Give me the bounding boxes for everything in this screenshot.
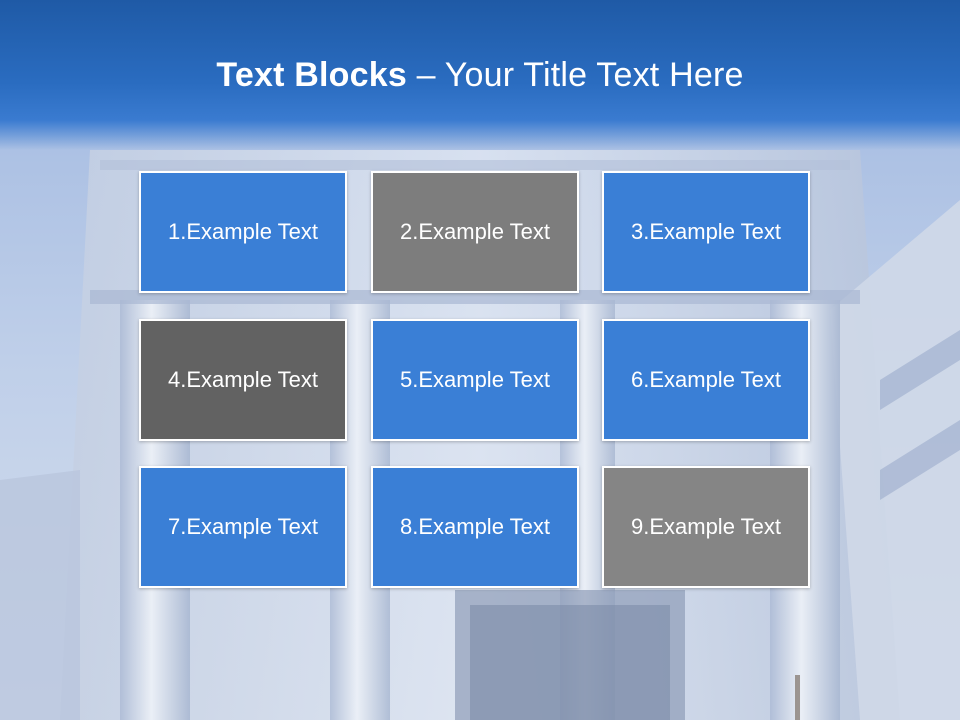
text-block-1[interactable]: 1.Example Text: [139, 171, 347, 293]
text-block-3[interactable]: 3.Example Text: [602, 171, 810, 293]
text-block-2[interactable]: 2.Example Text: [371, 171, 579, 293]
text-block-4[interactable]: 4.Example Text: [139, 319, 347, 441]
title-separator: –: [416, 56, 436, 94]
slide-title: Text Blocks – Your Title Text Here: [0, 52, 960, 98]
text-block-7[interactable]: 7.Example Text: [139, 466, 347, 588]
text-block-9[interactable]: 9.Example Text: [602, 466, 810, 588]
title-bold-part: Text Blocks: [216, 56, 407, 94]
title-rest-part: Your Title Text Here: [444, 56, 744, 94]
header-band: [0, 0, 960, 150]
text-block-8[interactable]: 8.Example Text: [371, 466, 579, 588]
text-block-5[interactable]: 5.Example Text: [371, 319, 579, 441]
text-block-6[interactable]: 6.Example Text: [602, 319, 810, 441]
